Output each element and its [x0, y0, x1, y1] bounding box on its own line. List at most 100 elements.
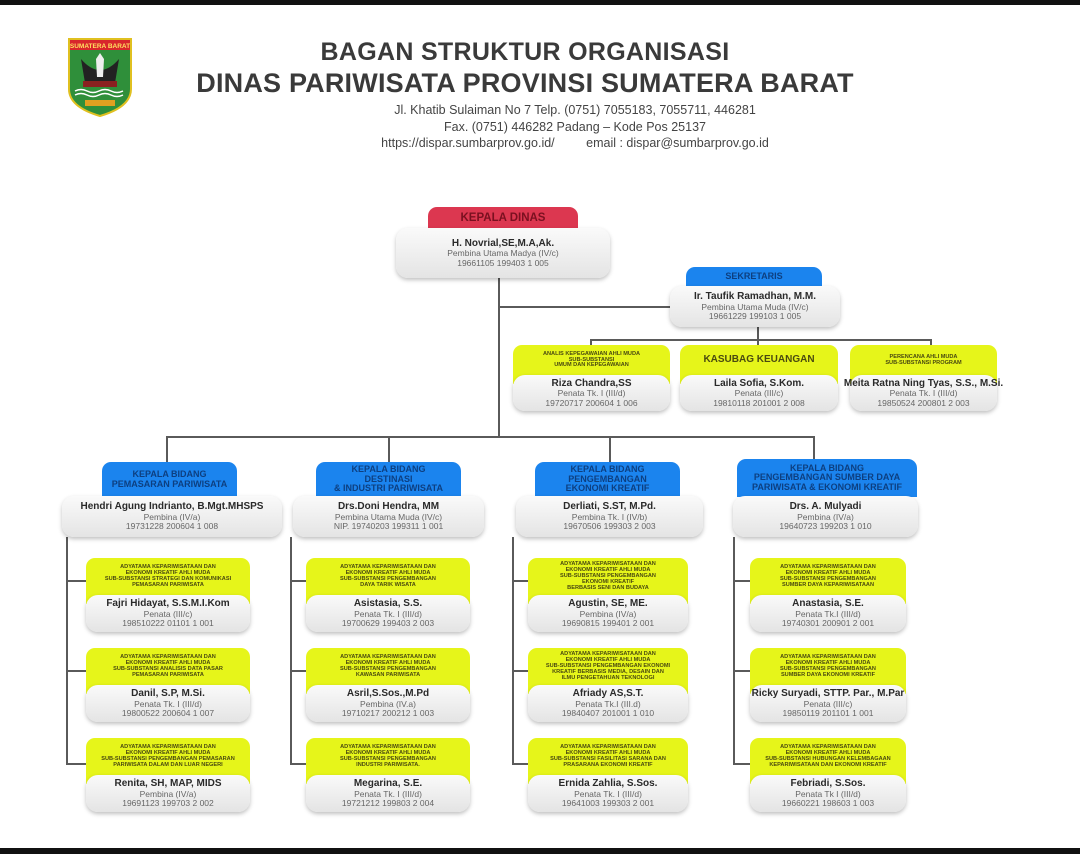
fax-line: Fax. (0751) 446282 Padang – Kode Pos 251… — [443, 120, 706, 134]
person-name: Agustin, SE, ME. — [568, 598, 648, 610]
sub-substansi-staff-card: ADYATAMA KEPARIWISATAAN DAN EKONOMI KREA… — [750, 648, 906, 722]
sekretariat-staff-card: PERENCANA AHLI MUDA SUB-SUBSTANSI PROGRA… — [844, 345, 1003, 411]
person-name: Febriadi, S.Sos. — [790, 778, 866, 790]
person-rank: Penata Tk. I (III/d) — [574, 788, 642, 799]
sub-substansi-staff-card: ADYATAMA KEPARIWISATAAN DAN EKONOMI KREA… — [306, 738, 470, 812]
sub-substansi-staff-card: ADYATAMA KEPARIWISATAAN DAN EKONOMI KREA… — [86, 648, 250, 722]
person-details: Anastasia, S.E.Penata Tk.I (III/d)197403… — [750, 595, 906, 632]
person-nip: 19800522 200604 1 007 — [121, 708, 215, 719]
person-rank: Pembina Utama Muda (IV/c) — [334, 511, 443, 522]
person-name: Fajri Hidayat, S.S.M.I.Kom — [106, 598, 230, 610]
connector-line — [290, 763, 306, 765]
person-rank: Pembina Tk. I (IV/b) — [571, 511, 648, 522]
connector-line — [388, 436, 390, 462]
person-nip: 19810118 201001 2 008 — [713, 397, 805, 408]
person-rank: Pembina (IV/a) — [797, 511, 854, 522]
person-rank: Pembina Utama Madya (IV/c) — [447, 248, 559, 259]
position-title: KEPALA BIDANG PENGEMBANGAN EKONOMI KREAT… — [535, 462, 680, 497]
person-name: Asril,S.Sos.,M.Pd — [346, 688, 430, 700]
position-title: KEPALA BIDANG PENGEMBANGAN SUMBER DAYA P… — [737, 459, 917, 497]
connector-line — [512, 763, 528, 765]
email-text: email : dispar@sumbarprov.go.id — [586, 136, 769, 150]
person-name: Megarina, S.E. — [353, 778, 423, 790]
person-name: Renita, SH, MAP, MIDS — [114, 778, 222, 790]
kepala-bidang-card: KEPALA BIDANG DESTINASI & INDUSTRI PARIW… — [293, 462, 484, 537]
person-rank: Pembina (IV/a) — [579, 608, 637, 619]
connector-line — [66, 580, 86, 582]
person-nip: 19660221 198603 1 003 — [781, 798, 875, 809]
person-nip: 19731228 200604 1 008 — [125, 521, 219, 532]
person-name: Danil, S.P, M.Si. — [131, 688, 205, 700]
sub-substansi-staff-card: ADYATAMA KEPARIWISATAAN DAN EKONOMI KREA… — [528, 738, 688, 812]
connector-line — [498, 306, 670, 308]
person-nip: 19721212 199803 2 004 — [341, 798, 435, 809]
person-rank: Penata Tk. I (III/d) — [134, 698, 202, 709]
connector-line — [290, 580, 306, 582]
person-nip: 19840407 201001 1 010 — [561, 708, 655, 719]
connector-line — [733, 763, 750, 765]
kepala-bidang-card: KEPALA BIDANG PENGEMBANGAN SUMBER DAYA P… — [733, 459, 918, 537]
person-rank: Pembina (IV.a) — [360, 698, 416, 709]
sub-substansi-staff-card: ADYATAMA KEPARIWISATAAN DAN EKONOMI KREA… — [86, 738, 250, 812]
person-nip: NIP. 19740203 199311 1 001 — [333, 521, 444, 532]
person-name: Ernida Zahlia, S.Sos. — [558, 778, 658, 790]
person-name: Drs.Doni Hendra, MM — [337, 501, 440, 513]
sub-substansi-staff-card: ADYATAMA KEPARIWISATAAN DAN EKONOMI KREA… — [306, 558, 470, 632]
connector-line — [590, 339, 930, 341]
connector-line — [512, 670, 528, 672]
position-title: KEPALA BIDANG PEMASARAN PARIWISATA — [102, 462, 237, 497]
person-details: Laila Sofia, S.Kom.Penata (III/c)1981011… — [680, 375, 838, 411]
sub-substansi-staff-card: ADYATAMA KEPARIWISATAAN DAN EKONOMI KREA… — [528, 558, 688, 632]
person-details: Danil, S.P, M.Si.Penata Tk. I (III/d)198… — [86, 685, 250, 722]
connector-line — [757, 326, 759, 340]
connector-line — [498, 277, 500, 437]
person-nip: 19720717 200604 1 006 — [545, 397, 638, 408]
chart-title-line1: BAGAN STRUKTUR ORGANISASI — [320, 38, 730, 66]
person-details: Meita Ratna Ning Tyas, S.S., M.Si.Penata… — [844, 375, 1003, 411]
person-name: H. Novrial,SE,M.A,Ak. — [451, 237, 555, 249]
person-nip: 19661105 199403 1 005 — [457, 257, 549, 268]
position-title: KEPALA DINAS — [428, 207, 578, 229]
sumatera-barat-emblem-logo: SUMATERA BARAT — [68, 38, 132, 117]
person-name: Ricky Suryadi, STTP. Par., M.Par — [751, 688, 905, 700]
contact-line: https://dispar.sumbarprov.go.id/ email :… — [230, 136, 920, 150]
person-nip: 19850524 200801 2 003 — [877, 397, 970, 408]
position-title: SEKRETARIS — [686, 267, 822, 287]
kepala-dinas-card: KEPALA DINAS H. Novrial,SE,M.A,Ak.Pembina… — [396, 207, 610, 278]
website-link[interactable]: https://dispar.sumbarprov.go.id/ — [381, 136, 555, 150]
connector-line — [813, 436, 815, 462]
person-details: Afriady AS,S.T.Penata Tk.I (III.d)198404… — [528, 685, 688, 722]
sub-substansi-staff-card: ADYATAMA KEPARIWISATAAN DAN EKONOMI KREA… — [86, 558, 250, 632]
person-nip: 19690815 199401 2 001 — [561, 618, 655, 629]
person-rank: Penata Tk.I (III.d) — [575, 698, 641, 709]
connector-line — [609, 436, 611, 462]
connector-line — [512, 537, 514, 764]
connector-line — [166, 436, 168, 462]
person-details: Ernida Zahlia, S.Sos.Penata Tk. I (III/d… — [528, 775, 688, 812]
person-rank: Penata Tk I (III/d) — [795, 788, 861, 799]
sub-substansi-staff-card: ADYATAMA KEPARIWISATAAN DAN EKONOMI KREA… — [528, 648, 688, 722]
connector-line — [66, 537, 68, 764]
connector-line — [290, 670, 306, 672]
person-rank: Penata (III/c) — [143, 608, 193, 619]
sekretariat-staff-card: ANALIS KEPEGAWAIAN AHLI MUDA SUB-SUBSTAN… — [513, 345, 670, 411]
person-details: Asistasia, S.S.Penata Tk. I (III/d)19700… — [306, 595, 470, 632]
connector-line — [757, 339, 759, 347]
connector-line — [590, 339, 592, 347]
person-nip: 19641003 199303 2 001 — [561, 798, 655, 809]
connector-line — [733, 580, 750, 582]
person-rank: Pembina Utama Muda (IV/c) — [701, 301, 809, 312]
person-name: Laila Sofia, S.Kom. — [713, 377, 805, 389]
connector-line — [733, 670, 750, 672]
connector-line — [166, 436, 814, 438]
person-nip: 19740301 200901 2 001 — [781, 618, 875, 629]
person-details: Derliati, S.ST, M.Pd.Pembina Tk. I (IV/b… — [516, 496, 703, 537]
